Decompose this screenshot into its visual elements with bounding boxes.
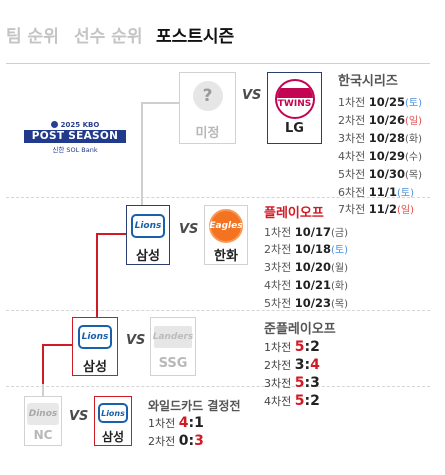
ks-team-tbd[interactable]: ? 미정 <box>179 72 236 144</box>
team-name: SSG <box>158 356 188 371</box>
semi-playoff-title: 준플레이오프 <box>264 322 336 337</box>
wc-team-nc[interactable]: Dinos NC <box>24 396 62 446</box>
round-separator <box>6 386 430 387</box>
ks-team-lg[interactable]: TWINS LG <box>267 72 322 144</box>
schedule-row: 4차전 10/29(수) <box>338 149 422 163</box>
samsung-lions-emblem-icon: Lions <box>98 403 128 423</box>
schedule-row: 3차전 10/28(화) <box>338 131 422 145</box>
lg-twins-emblem-icon: TWINS <box>274 79 315 119</box>
po-team-samsung[interactable]: Lions 삼성 <box>126 205 170 265</box>
vs-label: VS <box>126 333 146 348</box>
result-row: 1차전 4:1 <box>148 415 204 431</box>
team-name: LG <box>285 121 304 136</box>
schedule-row: 6차전 11/1(토) <box>338 185 414 199</box>
schedule-row: 3차전 10/20(월) <box>264 260 348 274</box>
vs-label: VS <box>242 88 262 103</box>
team-name: 삼성 <box>101 430 125 444</box>
schedule-row: 4차전 10/21(화) <box>264 278 348 292</box>
team-name: 미정 <box>195 126 220 141</box>
bracket-line-winner <box>42 344 44 384</box>
wc-team-samsung[interactable]: Lions 삼성 <box>94 396 132 446</box>
spo-team-ssg[interactable]: Landers SSG <box>150 317 196 376</box>
logo-year: 2025 KBO <box>60 120 100 129</box>
bracket-line <box>141 102 179 104</box>
team-name: NC <box>33 428 53 442</box>
samsung-lions-emblem-icon: Lions <box>131 214 165 238</box>
vs-label: VS <box>179 222 199 237</box>
team-name: 삼성 <box>136 249 160 264</box>
schedule-row: 5차전 10/30(목) <box>338 167 422 181</box>
hanwha-eagles-emblem-icon: Eagles <box>209 209 243 243</box>
bracket-line-winner <box>96 233 98 318</box>
bracket-line <box>141 200 143 205</box>
tab-bar: 팀 순위 선수 순위 포스트시즌 <box>0 0 445 64</box>
spo-team-samsung[interactable]: Lions 삼성 <box>72 317 118 376</box>
tab-player-ranking[interactable]: 선수 순위 <box>74 27 143 47</box>
postseason-logo: 2025 KBO POST SEASON 신한 SOL Bank <box>24 120 126 154</box>
result-row: 4차전 5:2 <box>264 393 320 409</box>
result-row: 1차전 5:2 <box>264 339 320 355</box>
logo-sponsor: 신한 SOL Bank <box>52 146 98 154</box>
bracket-line <box>42 384 44 396</box>
result-row: 2차전 3:4 <box>264 357 320 373</box>
round-separator <box>6 197 430 198</box>
round-separator <box>6 310 430 311</box>
result-row: 3차전 5:3 <box>264 375 320 391</box>
schedule-row: 1차전 10/25(토) <box>338 95 422 109</box>
nc-dinos-emblem-icon: Dinos <box>27 403 59 425</box>
bracket-line-winner <box>96 233 126 235</box>
schedule-row: 2차전 10/26(일) <box>338 113 422 127</box>
playoff-title: 플레이오프 <box>264 206 324 221</box>
ssg-landers-emblem-icon: Landers <box>153 326 193 348</box>
logo-title: POST SEASON <box>24 130 126 143</box>
kbo-emblem-icon <box>50 121 58 128</box>
team-name: 삼성 <box>83 360 107 375</box>
vs-label: VS <box>69 409 89 424</box>
bracket-line <box>141 102 143 202</box>
schedule-row: 5차전 10/23(목) <box>264 296 348 310</box>
unknown-team-icon: ? <box>192 81 223 111</box>
bracket-line-winner <box>42 344 72 346</box>
schedule-row: 2차전 10/18(토) <box>264 242 348 256</box>
wildcard-title: 와일드카드 결정전 <box>148 399 241 413</box>
schedule-row: 7차전 11/2(일) <box>338 202 414 216</box>
samsung-lions-emblem-icon: Lions <box>78 325 112 349</box>
result-row: 2차전 0:3 <box>148 433 204 449</box>
schedule-row: 1차전 10/17(금) <box>264 225 348 239</box>
tab-team-ranking[interactable]: 팀 순위 <box>6 27 59 47</box>
tab-divider <box>6 63 430 64</box>
korean-series-title: 한국시리즈 <box>338 74 398 89</box>
tab-postseason[interactable]: 포스트시즌 <box>156 27 235 47</box>
team-name: 한화 <box>214 249 238 264</box>
po-team-hanwha[interactable]: Eagles 한화 <box>204 205 248 265</box>
